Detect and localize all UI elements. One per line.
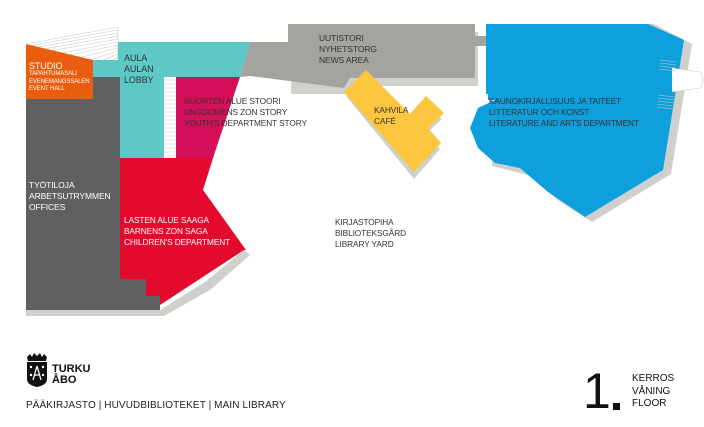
turku-coat-of-arms-icon — [27, 353, 47, 387]
label-lobby: AULA AULAN LOBBY — [124, 53, 154, 85]
room-cafe[interactable] — [344, 70, 444, 172]
label-cafe: KAHVILA CAFÉ — [374, 105, 409, 126]
label-youth: NUORTEN ALUE STOORI UNGDOMENS ZON STORY … — [184, 96, 307, 128]
room-offices[interactable] — [26, 77, 160, 310]
room-literature[interactable] — [470, 24, 684, 217]
floor-number-dot — [613, 403, 620, 410]
brand-name: TURKU ÅBO — [52, 363, 91, 386]
label-studio: STUDIO TAPAHTUMASALI EVENEMANGSSALEN EVE… — [29, 61, 90, 92]
corridor-connector — [475, 36, 489, 46]
room-children[interactable] — [120, 158, 246, 305]
label-children: LASTEN ALUE SAAGA BARNENS ZON SAGA CHILD… — [124, 215, 231, 247]
label-news: UUTISTORI NYHETSTORG NEWS AREA — [319, 33, 377, 65]
library-subtitle: PÄÄKIRJASTO | HUVUDBIBLIOTEKET | MAIN LI… — [26, 400, 286, 411]
room-youth[interactable] — [176, 77, 240, 158]
room-news[interactable] — [240, 24, 475, 88]
label-literature: KAUNOKIRJALLISUUS JA TAITEET LITTERATUR … — [489, 96, 639, 128]
stairs-lobby — [164, 77, 176, 158]
label-library-yard: KIRJASTOPIHA BIBLIOTEKSGÅRD LIBRARY YARD — [335, 217, 406, 249]
label-offices: TYÖTILOJA ARBETSUTRYMMEN OFFICES — [29, 180, 111, 212]
entrance-stairs-right — [656, 59, 704, 110]
floor-number: 1 — [583, 363, 611, 419]
room-studio[interactable] — [26, 44, 93, 99]
floor-label: KERROS VÅNING FLOOR — [632, 373, 675, 409]
